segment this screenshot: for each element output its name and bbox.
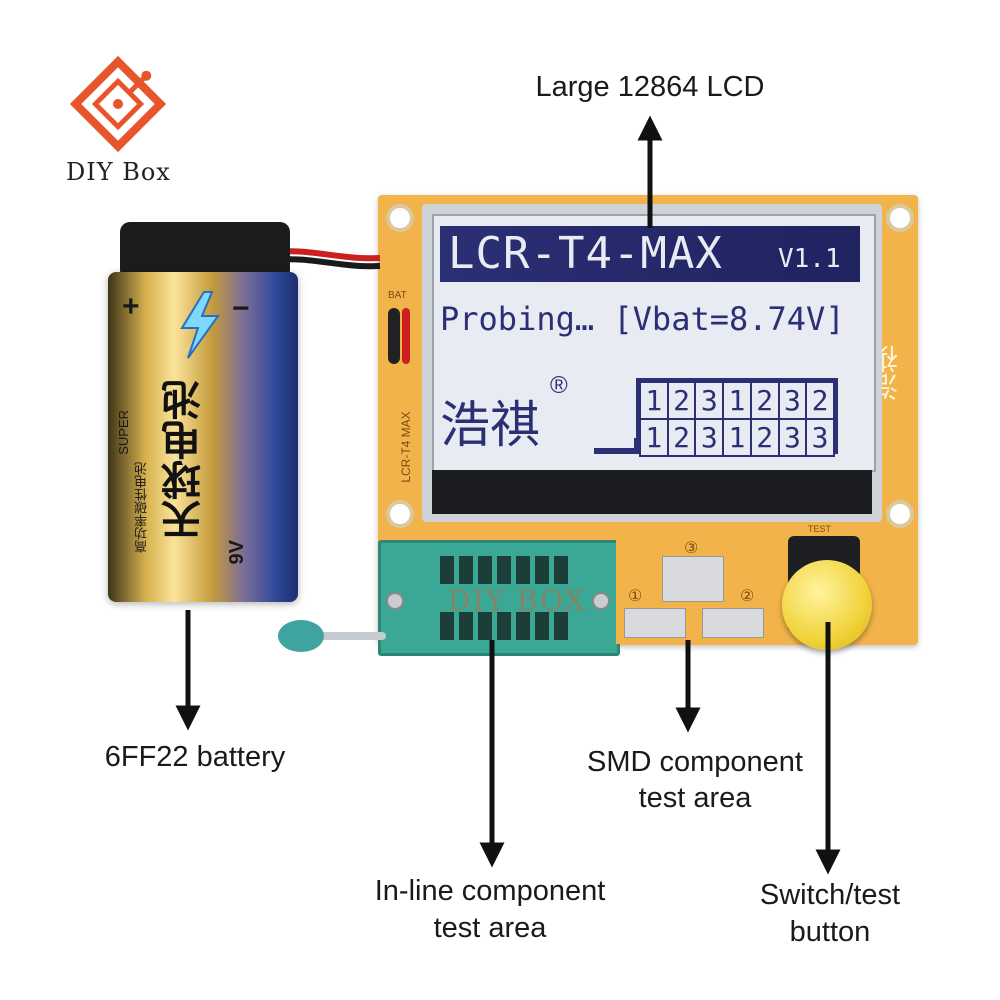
lightning-icon — [180, 291, 220, 359]
lcd-digit: 2 — [666, 418, 697, 457]
lcd-digit: 2 — [666, 381, 697, 420]
lcd-digit: 2 — [749, 381, 780, 420]
zif-lever[interactable] — [296, 632, 386, 640]
zif-screw-left — [386, 592, 404, 610]
lcd-registered: ® — [550, 372, 568, 399]
lcd-digit: 1 — [722, 381, 752, 420]
lcd-digit: 1 — [639, 418, 669, 457]
button-label-line2: button — [789, 916, 871, 948]
inline-label-line1: In-line component — [374, 875, 606, 907]
smd-pad-top — [662, 556, 724, 602]
lcd-label: Large 12864 LCD — [535, 71, 765, 103]
zif-lever-knob[interactable] — [278, 620, 324, 652]
lcd-digit-grid: 1 2 3 1 2 3 2 1 2 3 1 2 3 3 — [636, 378, 838, 457]
lcd-bottom-strip — [432, 470, 872, 514]
mount-hole-br — [886, 500, 914, 528]
lcd-title-bar — [440, 226, 860, 282]
lcd-maker: 浩祺 — [440, 396, 540, 454]
smd-pad-left — [624, 608, 686, 638]
lcd-digit: 3 — [777, 418, 808, 457]
smd-pad-number-1: ① — [628, 588, 643, 605]
lcd-digit: 3 — [694, 381, 725, 420]
lcd-digit: 1 — [722, 418, 752, 457]
zif-pin-row-top — [440, 556, 572, 584]
pcb-battery-lead — [388, 308, 400, 364]
lcd-digit: 2 — [749, 418, 780, 457]
mount-hole-tr — [886, 204, 914, 232]
smd-label-line2: test area — [638, 782, 752, 814]
mount-hole-bl — [386, 500, 414, 528]
inline-label-line2: test area — [433, 912, 547, 944]
smd-pad-number-2: ② — [740, 588, 755, 605]
silk-test: TEST — [808, 524, 832, 534]
smd-label-line1: SMD component — [587, 746, 803, 778]
zif-pin-row-bottom — [440, 612, 572, 640]
watermark: DIY BOX — [448, 584, 587, 617]
lcd-title: LCR-T4-MAX — [448, 228, 723, 279]
lcd-digit: 2 — [805, 381, 835, 420]
lcd-version: V1.1 — [778, 244, 841, 274]
mount-hole-tl — [386, 204, 414, 232]
lcd-digit: 3 — [805, 418, 835, 457]
zif-screw-right — [592, 592, 610, 610]
battery-clip — [120, 222, 290, 280]
lcd-digit: 1 — [639, 381, 669, 420]
brand-name: DIY Box — [66, 158, 171, 186]
smd-pad-number-3: ③ — [684, 540, 699, 557]
smd-pad-right — [702, 608, 764, 638]
lcd-digit: 3 — [777, 381, 808, 420]
silk-bat: BAT — [388, 290, 407, 301]
lcd-digit: 3 — [694, 418, 725, 457]
brand-logo-icon — [69, 55, 167, 153]
pcb-battery-lead-red — [402, 308, 410, 364]
battery-label: 6FF22 battery — [104, 741, 286, 773]
button-label-line1: Switch/test — [759, 879, 901, 911]
lcd-status: Probing… [Vbat=8.74V] — [440, 300, 845, 338]
battery-plus: + — [122, 290, 140, 323]
battery-minus: − — [232, 292, 250, 325]
